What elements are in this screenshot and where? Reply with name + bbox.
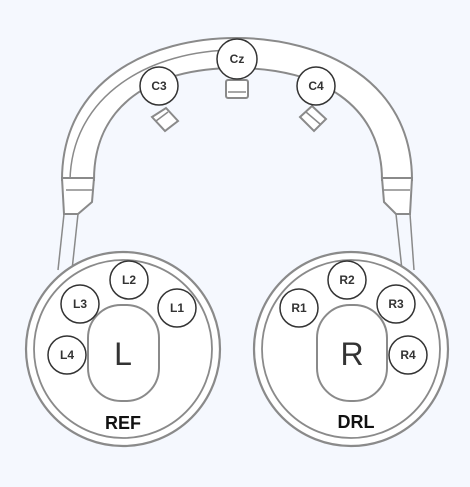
left-hinge [57,177,96,271]
electrode-l2-label: L2 [122,273,136,287]
electrode-r3-label: R3 [388,297,404,311]
right-cup-label: DRL [338,412,375,432]
electrode-r1-label: R1 [291,301,307,315]
electrode-l1: L1 [157,288,197,328]
electrode-c3: C3 [139,66,179,106]
electrode-r2-label: R2 [339,273,355,287]
electrode-c4: C4 [296,66,336,106]
electrode-l4: L4 [47,335,87,375]
electrode-cz: Cz [216,38,258,80]
electrode-r4: R4 [388,335,428,375]
right-cup-letter: R [340,336,363,372]
electrode-r2: R2 [327,260,367,300]
left-cup-pad [87,304,160,402]
c4-connector [298,104,328,133]
electrode-l3-label: L3 [73,297,87,311]
electrode-c4-label: C4 [308,79,324,93]
electrode-c3-label: C3 [151,79,167,93]
left-cup-letter: L [114,336,132,372]
c3-connector [150,106,180,133]
electrode-r3: R3 [376,284,416,324]
electrode-l3: L3 [60,284,100,324]
electrode-l4-label: L4 [60,348,74,362]
electrode-cz-label: Cz [230,52,245,66]
left-cup-label: REF [105,413,141,433]
electrode-l2: L2 [109,260,149,300]
right-cup-pad [316,304,388,402]
cz-connector [225,79,249,99]
right-hinge [380,177,415,271]
electrode-l1-label: L1 [170,301,184,315]
electrode-r4-label: R4 [400,348,416,362]
electrode-r1: R1 [279,288,319,328]
